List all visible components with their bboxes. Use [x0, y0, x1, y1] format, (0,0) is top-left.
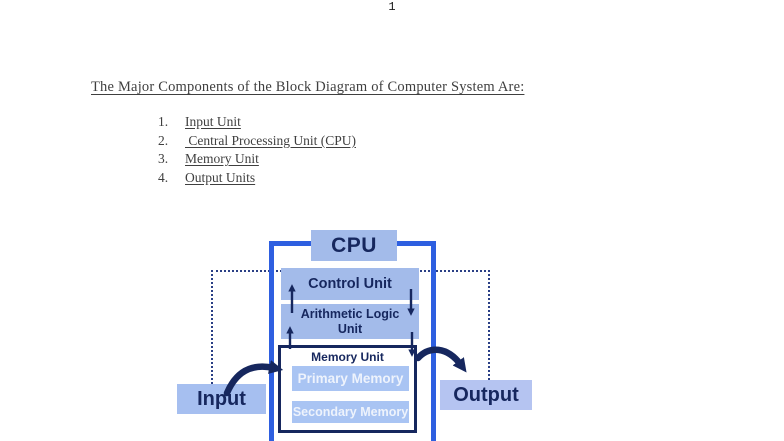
input-box: Input: [177, 384, 266, 414]
list-item-label: Central Processing Unit (CPU): [185, 132, 356, 148]
cpu-label: CPU: [331, 233, 377, 257]
output-box: Output: [440, 380, 532, 410]
secondary-memory-box: Secondary Memory: [292, 401, 409, 423]
list-item-label: Output Units: [185, 169, 256, 185]
list-item: 3. Memory Unit: [158, 150, 356, 169]
list-item-number: 2.: [158, 132, 169, 148]
arithmetic-logic-unit-box: Arithmetic Logic Unit: [281, 304, 419, 339]
cpu-label-box: CPU: [311, 230, 397, 261]
control-unit-box: Control Unit: [281, 268, 419, 300]
page-number: 1: [388, 0, 396, 14]
input-label: Input: [197, 387, 246, 410]
list-item-label: Memory Unit: [185, 151, 259, 167]
list-item: 2. Central Processing Unit (CPU): [158, 132, 356, 151]
list-item-number: 1.: [158, 114, 169, 129]
list-item-number: 4.: [158, 169, 169, 185]
page-title: The Major Components of the Block Diagra…: [91, 79, 525, 95]
list-item-label: Input Unit: [185, 114, 241, 129]
primary-memory-box: Primary Memory: [292, 366, 409, 391]
alu-label: Arithmetic Logic Unit: [300, 306, 400, 336]
memory-unit-label: Memory Unit: [311, 350, 384, 364]
list-item: 4. Output Units: [158, 169, 356, 188]
io-dotted-line-left: [211, 270, 213, 384]
list-item-number: 3.: [158, 151, 169, 167]
control-unit-label: Control Unit: [308, 276, 392, 292]
secondary-memory-label: Secondary Memory: [292, 405, 409, 419]
primary-memory-label: Primary Memory: [297, 371, 404, 386]
memory-unit-box: Memory Unit Primary Memory Secondary Mem…: [278, 345, 417, 433]
component-list: 1. Input Unit 2. Central Processing Unit…: [158, 113, 356, 187]
list-item: 1. Input Unit: [158, 113, 356, 132]
output-label: Output: [453, 383, 519, 406]
io-dotted-line-right: [488, 270, 490, 380]
